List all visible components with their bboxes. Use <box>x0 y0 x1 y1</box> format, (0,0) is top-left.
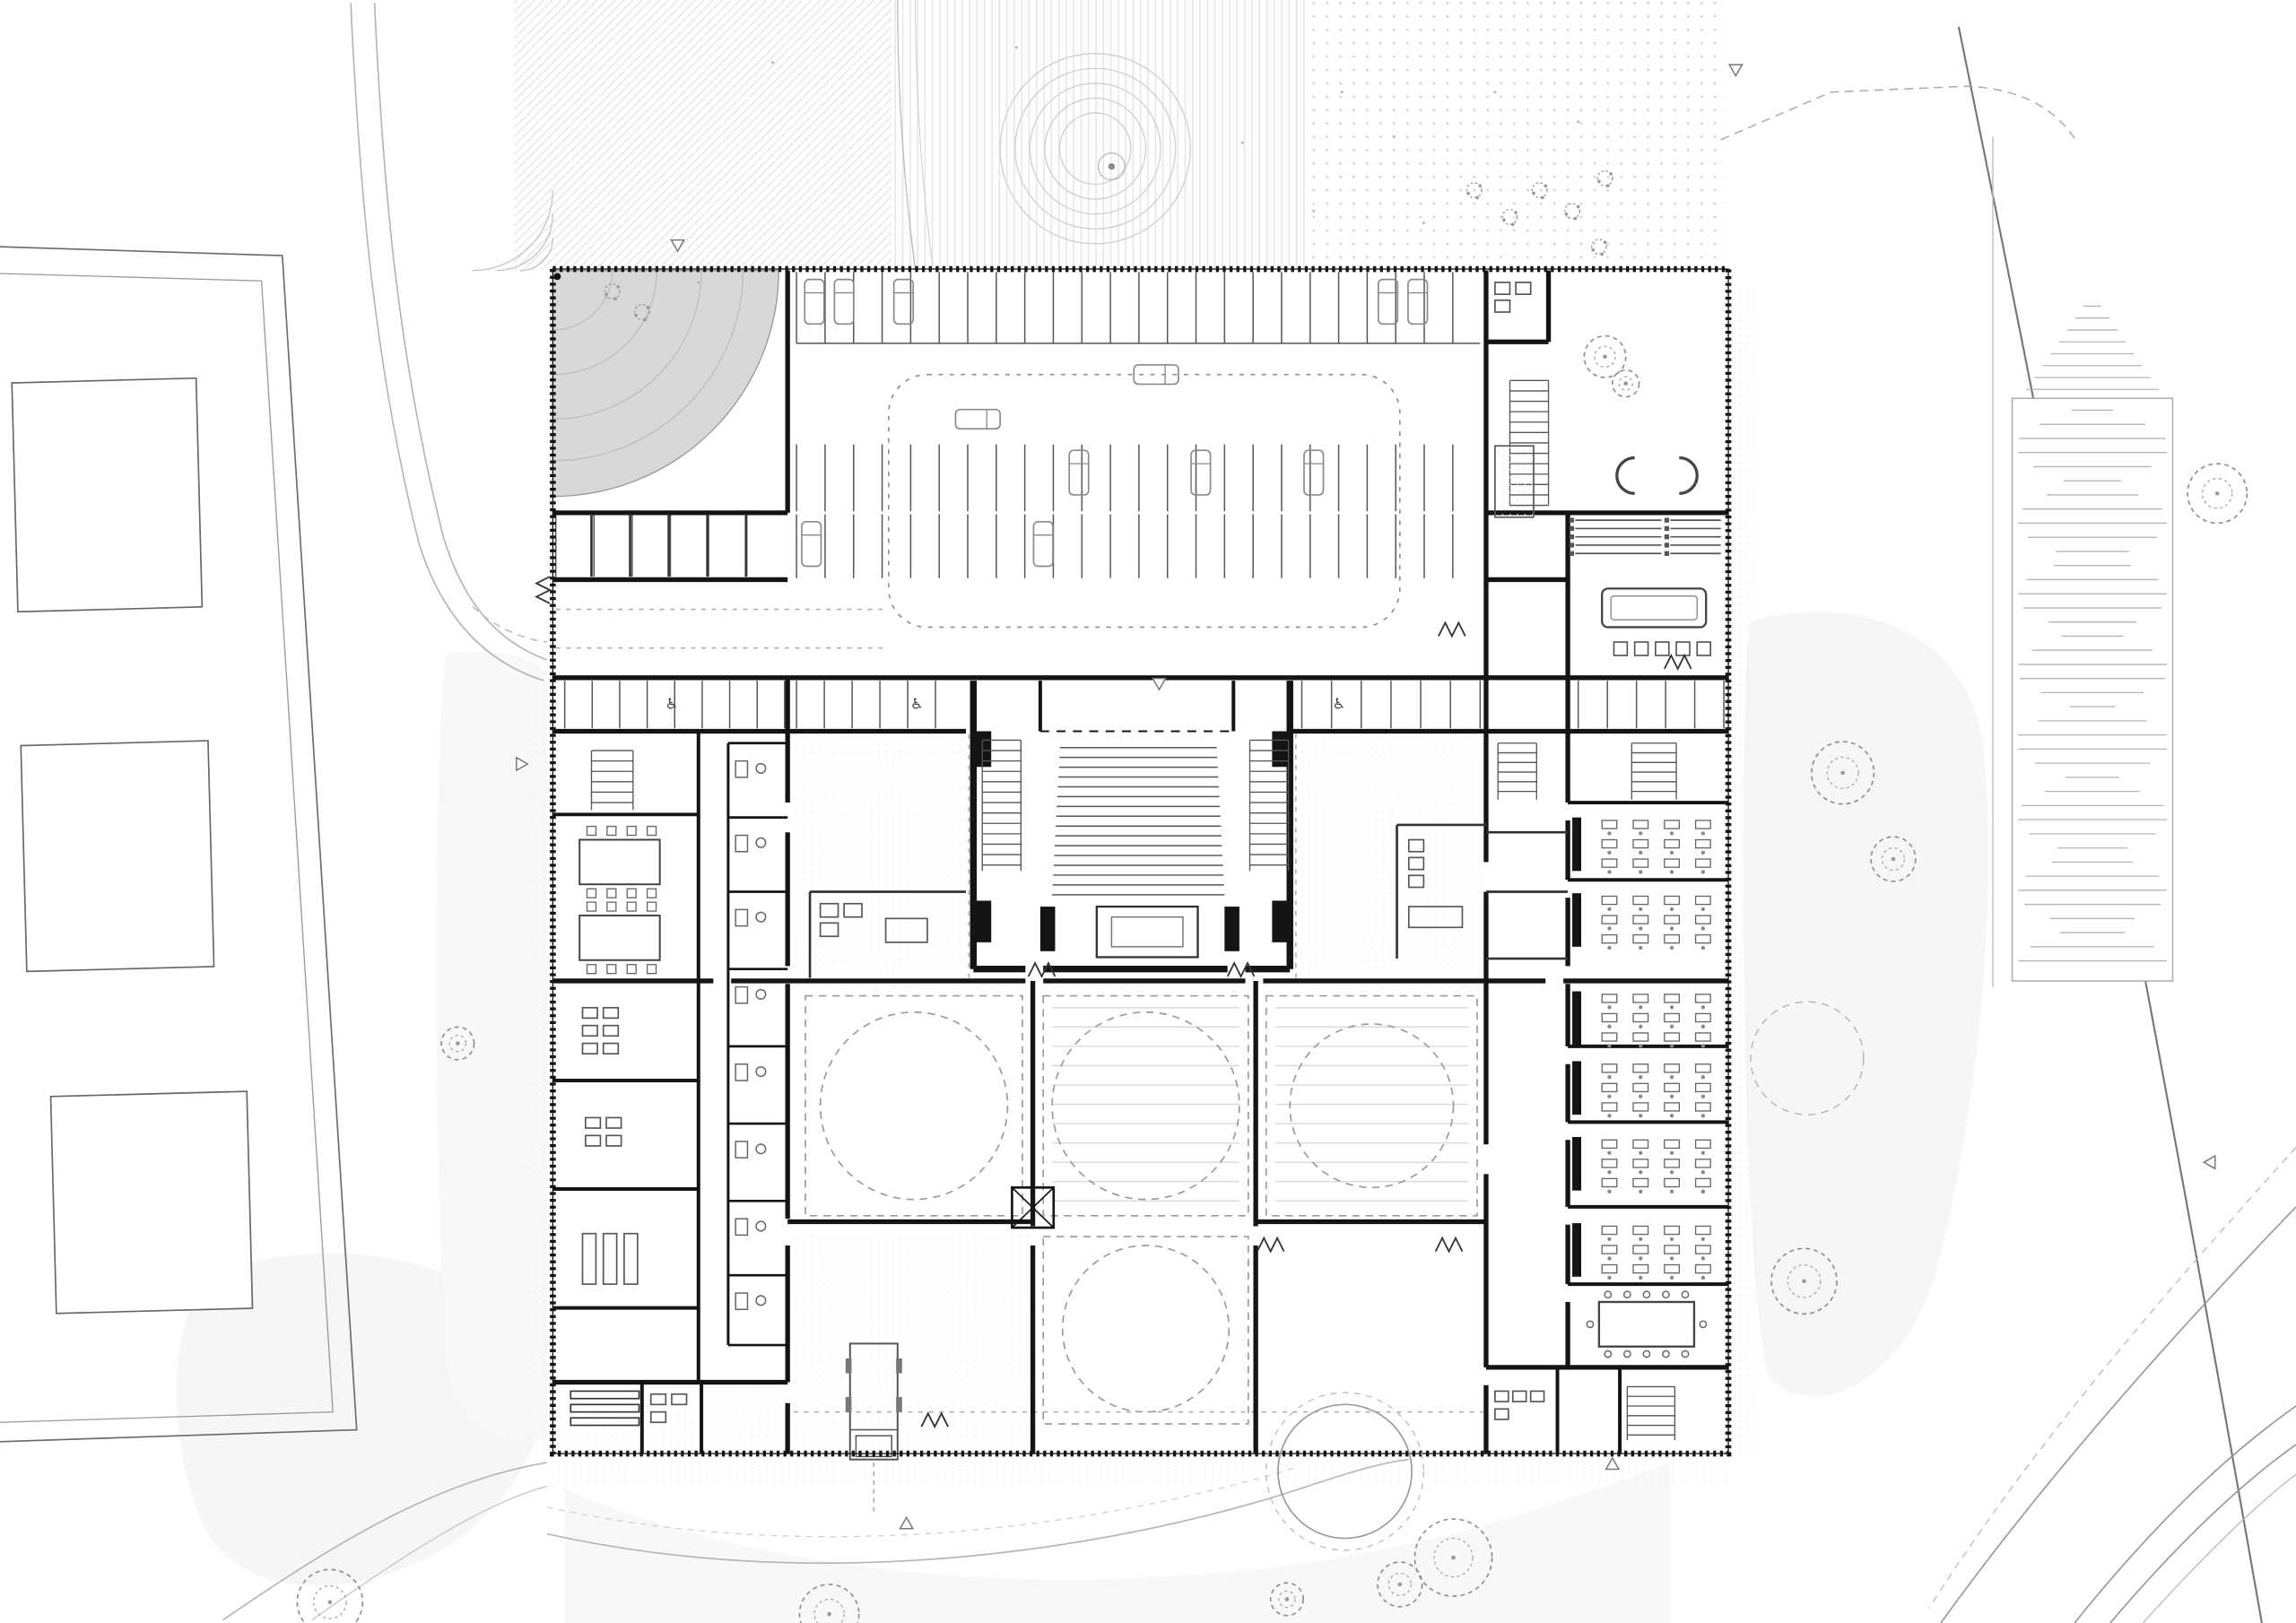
neighbor-courtyards <box>11 377 254 1315</box>
level-markers <box>516 64 2216 1530</box>
svg-text:♿: ♿ <box>665 696 679 713</box>
classroom-wing <box>1572 817 1711 1358</box>
parked-cars <box>801 278 1429 568</box>
foyer-paving <box>555 733 1483 1451</box>
parking-stalls <box>554 272 1725 729</box>
plaza-paving <box>514 0 1727 271</box>
door-symbols <box>535 576 1692 1429</box>
auditorium-seating <box>1052 746 1225 896</box>
paving-specks <box>604 46 1580 299</box>
plaza-circle-south <box>1265 1392 1425 1551</box>
perimeter-walkways <box>523 285 1760 1487</box>
curved-seat-icon <box>1679 456 1699 495</box>
svg-text:♿: ♿ <box>1332 696 1345 713</box>
interior-walls <box>552 270 1729 1454</box>
accessible-parking-icons: ♿ ♿ ♿ <box>665 696 1346 713</box>
wc-cells <box>726 742 788 1347</box>
landscape-fills <box>177 612 1989 1623</box>
main-building: ♿ ♿ ♿ <box>472 190 1760 1516</box>
stairs <box>590 379 1677 1441</box>
sports-halls-markings <box>804 994 1478 1425</box>
plaza-spiral-feature <box>999 53 1191 245</box>
neighbor-building-left <box>0 246 358 1443</box>
svg-text:♿: ♿ <box>910 696 924 713</box>
shaft-x-box <box>1011 1186 1056 1229</box>
stepped-landscape-feature <box>1992 136 2174 987</box>
fixtures <box>570 282 1711 1427</box>
auditorium-stage <box>1095 905 1199 959</box>
perimeter-wall <box>550 265 1732 1457</box>
pool-table <box>1601 587 1708 629</box>
parking-ramp <box>472 190 779 498</box>
locker-benches <box>1569 517 1721 556</box>
curved-seat-icon <box>1615 456 1635 495</box>
shrub-clusters <box>604 169 1613 322</box>
drive-aisle <box>555 373 1483 1413</box>
meeting-tables <box>578 825 661 975</box>
landscape-dashed-circle <box>1750 1001 1865 1115</box>
